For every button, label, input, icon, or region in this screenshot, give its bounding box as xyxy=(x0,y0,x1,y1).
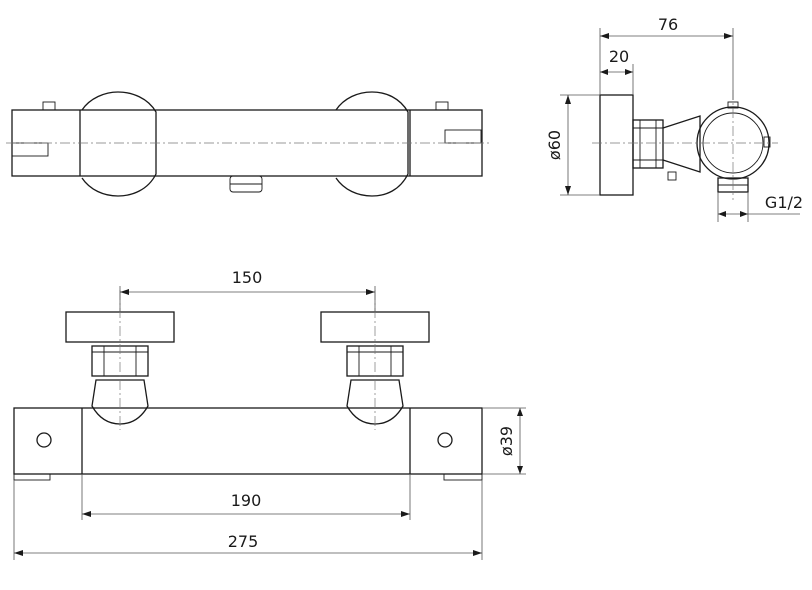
side-view: 76 20 ø60 G1/2 xyxy=(545,15,803,222)
dim-side-total-depth: 76 xyxy=(658,15,678,34)
dim-body-diameter: ø39 xyxy=(497,426,516,456)
dim-knob-diameter: ø60 xyxy=(545,130,564,160)
dim-body-length: 190 xyxy=(231,491,262,510)
side-view-knob xyxy=(599,94,634,196)
dim-inlet-spacing: 150 xyxy=(232,268,263,287)
top-view-knob-left xyxy=(81,91,157,197)
front-view: 150 190 275 ø39 xyxy=(13,268,526,560)
top-view-knob-right xyxy=(335,91,409,197)
dim-side-wall-offset: 20 xyxy=(609,47,629,66)
front-view-body xyxy=(13,407,483,475)
top-view xyxy=(6,91,490,197)
dim-thread-size: G1/2 xyxy=(765,193,803,212)
dim-overall-length: 275 xyxy=(228,532,259,551)
